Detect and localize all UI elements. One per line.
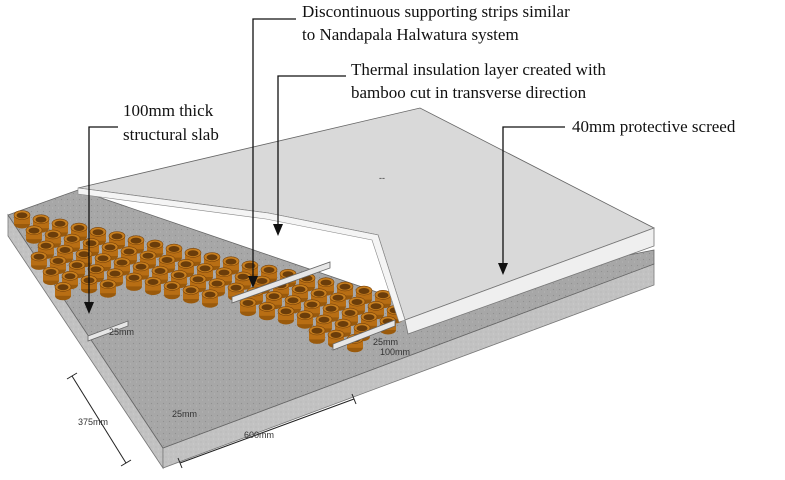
dim-slab-thickness: 100mm <box>380 347 410 357</box>
screed-front-edge <box>77 187 406 323</box>
bamboo-ring <box>239 297 257 317</box>
callout-insulation-line1: Thermal insulation layer created with <box>351 60 606 79</box>
leader-lines <box>84 18 565 314</box>
bamboo-ring <box>30 251 48 270</box>
callout-strips-line1: Discontinuous supporting strips similar <box>302 2 570 21</box>
bamboo-ring <box>99 279 117 298</box>
callout-slab-line2: structural slab <box>123 125 219 144</box>
bamboo-ring <box>125 272 143 291</box>
bamboo-ring <box>374 289 392 309</box>
bamboo-ring <box>54 281 72 301</box>
bamboo-ring <box>163 280 181 300</box>
callout-slab-line1: 100mm thick <box>123 101 214 120</box>
supporting-strips <box>87 261 396 351</box>
bamboo-ring <box>258 301 276 321</box>
supporting-strip-right <box>332 319 396 351</box>
supporting-strip-center <box>231 261 331 304</box>
callout-insulation-line2: bamboo cut in transverse direction <box>351 83 587 102</box>
dimension-lines <box>66 372 357 469</box>
dim-strip-right: 25mm <box>373 337 398 347</box>
bamboo-ring <box>144 276 162 296</box>
bamboo-insulation-layer <box>13 210 404 353</box>
bamboo-ring <box>42 266 60 286</box>
bamboo-ring <box>25 225 43 244</box>
bamboo-ring <box>182 285 200 304</box>
bamboo-ring <box>13 210 31 229</box>
bamboo-ring <box>277 306 295 325</box>
dim-strip-left: 25mm <box>109 327 134 337</box>
screed-mark: -- <box>379 173 385 183</box>
supporting-strip-left <box>87 320 129 342</box>
dim-strip-spacing: 375mm <box>78 417 108 427</box>
callout-strips-line2: to Nandapala Halwatura system <box>302 25 519 44</box>
bamboo-ring <box>296 310 314 329</box>
bamboo-ring <box>201 289 219 308</box>
dim-span: 600mm <box>244 430 274 440</box>
screed-side <box>404 227 655 335</box>
bamboo-ring <box>308 325 326 344</box>
callout-screed: 40mm protective screed <box>572 117 736 136</box>
bamboo-ring <box>146 239 164 258</box>
dim-strip-center: 25mm <box>172 409 197 419</box>
protective-screed: -- <box>77 107 655 335</box>
